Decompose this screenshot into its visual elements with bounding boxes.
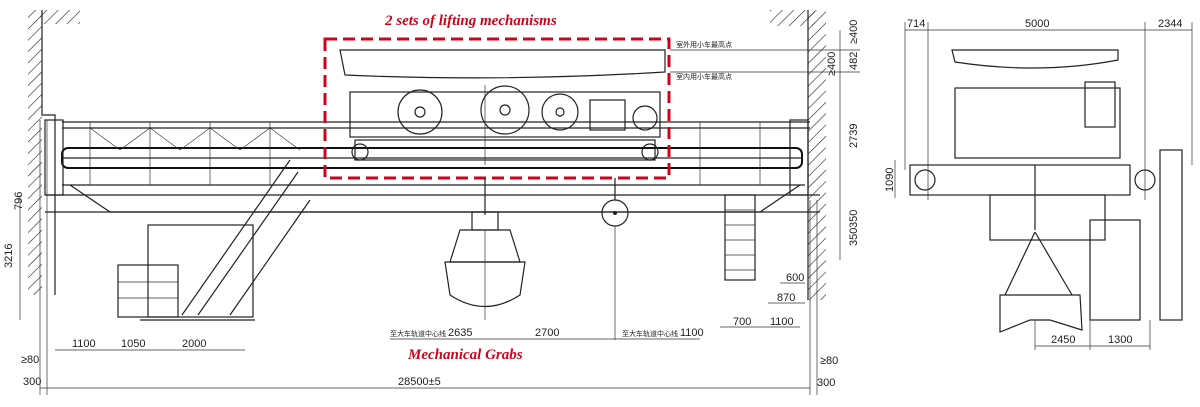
dim-1090: 1090 [884,168,896,192]
mechanical-grabs-label: Mechanical Grabs [407,347,523,363]
rail-center-label-left: 至大车轨道中心线 [390,329,446,338]
dim-offset-right: 300 [817,377,835,389]
dim-clear-right: ≥80 [820,355,838,367]
dim-5000: 5000 [1025,18,1049,30]
dim-1100-right: 1100 [770,316,794,328]
dim-482: 482 [848,52,860,70]
dim-2000: 2000 [182,338,206,350]
dim-offset-left: 300 [23,376,41,388]
dim-2739: 2739 [848,124,860,148]
dim-350a: 350 [848,210,860,228]
left-wall [28,10,80,295]
dim-2635: 2635 [448,327,472,339]
rail-center-label-right: 至大车轨道中心线 [622,329,678,338]
operator-cabin [117,159,311,321]
dim-600: 600 [786,272,804,284]
dim-700: 700 [733,316,751,328]
right-wall [770,10,826,300]
dim-2450: 2450 [1051,334,1075,346]
lifting-mechanisms-label: 2 sets of lifting mechanisms [384,13,557,29]
dim-top-clear: ≥400 [848,20,860,44]
front-dimension-lines [19,30,860,395]
dim-1100-hook: 1100 [680,327,704,339]
dim-796: 796 [13,192,25,210]
dim-clear-left: ≥80 [21,354,39,366]
dim-span: 28500±5 [398,376,441,388]
mechanical-grab [444,178,526,320]
dim-2344: 2344 [1158,18,1182,30]
trolley [339,49,666,165]
bridge-girder [44,119,820,213]
side-view [894,22,1193,350]
dim-1300: 1300 [1108,334,1132,346]
dim-714: 714 [907,18,925,30]
dim-2700: 2700 [535,327,559,339]
lifting-mechanism-highlight [323,37,671,180]
access-ladder [724,194,756,281]
dim-3216: 3216 [3,244,15,268]
indoor-top-label: 室内用小车最高点 [676,72,732,81]
dim-1100-left: 1100 [72,338,96,350]
dim-1050: 1050 [121,338,145,350]
auxiliary-hook [601,178,629,340]
dim-top-clear-small: ≥400 [826,52,838,76]
outdoor-top-label: 室外用小车最高点 [676,40,732,49]
dim-870: 870 [777,292,795,304]
dim-350b: 350 [848,228,860,246]
